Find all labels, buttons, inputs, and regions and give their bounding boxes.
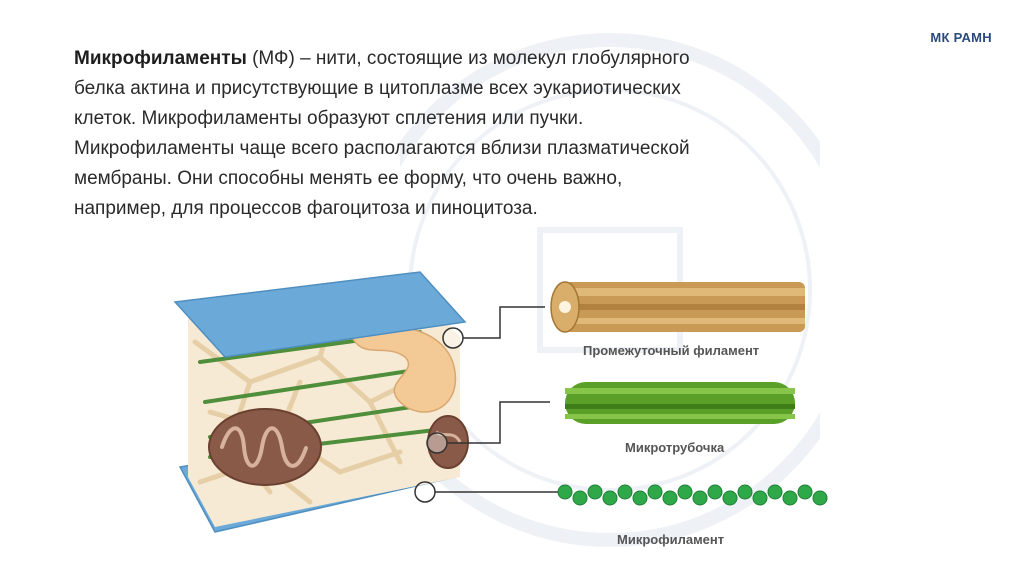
- paragraph-line-3: клеток. Микрофиламенты образуют сплетени…: [74, 108, 584, 129]
- label-microfilament: Микрофиламент: [617, 532, 725, 547]
- brand-label: МК РАМН: [930, 30, 992, 45]
- organelle-folds: [349, 325, 457, 413]
- microtubule: [565, 382, 795, 424]
- paragraph-line-1: Микрофиламенты (МФ) – нити, состоящие из…: [74, 44, 854, 74]
- intermediate-filament: [550, 281, 805, 333]
- paragraph-line-2: белка актина и присутствующие в цитоплаз…: [74, 78, 681, 99]
- mitochondrion: [208, 408, 322, 486]
- label-intermediate-filament: Промежуточный филамент: [583, 343, 760, 358]
- paragraph-line-4: Микрофиламенты чаще всего располагаются …: [74, 138, 690, 159]
- callout-connectors: [414, 306, 558, 503]
- microfilament: [557, 484, 828, 506]
- term-microfilaments: Микрофиламенты: [74, 48, 247, 69]
- cytoskeleton-illustration: [173, 271, 828, 533]
- paragraph-line-5: мембраны. Они способны менять ее форму, …: [74, 168, 623, 189]
- paragraph-line-6: например, для процессов фагоцитоза и пин…: [74, 198, 538, 219]
- label-microtubule: Микротрубочка: [625, 440, 725, 455]
- description-paragraph: Микрофиламенты (МФ) – нити, состоящие из…: [74, 44, 854, 224]
- top-membrane: [173, 271, 467, 358]
- paragraph-line-1-rest: (МФ) – нити, состоящие из молекул глобул…: [246, 48, 690, 69]
